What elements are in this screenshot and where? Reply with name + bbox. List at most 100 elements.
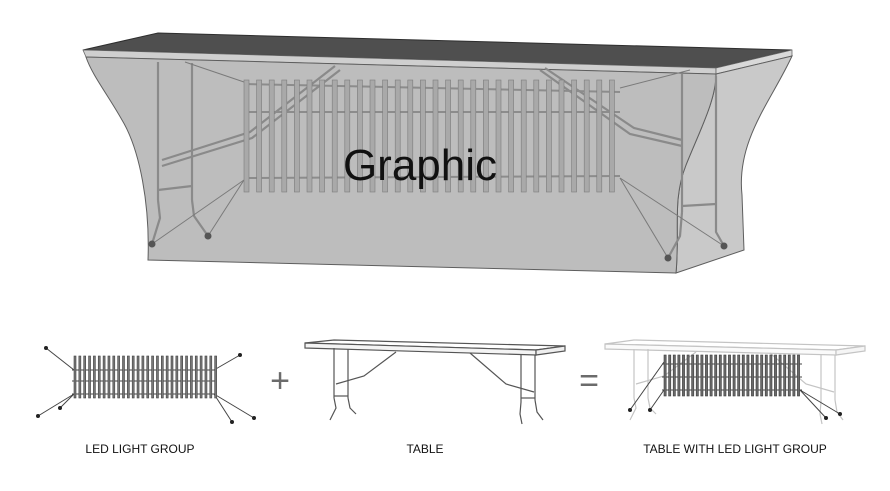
led-bar — [190, 355, 193, 399]
led-bar — [728, 354, 731, 397]
led-bar — [783, 354, 787, 397]
led-bar — [596, 79, 603, 193]
folding-table-icon — [304, 339, 566, 425]
led-bar — [508, 79, 514, 193]
led-bar — [146, 355, 150, 399]
led-bar — [583, 79, 590, 193]
led-bar — [151, 355, 154, 399]
caption-led-light-group: LED LIGHT GROUP — [85, 442, 194, 456]
led-bar — [407, 79, 414, 193]
graphic-label: Graphic — [343, 141, 497, 190]
led-bar — [141, 355, 145, 399]
led-bar — [792, 354, 796, 397]
led-bar — [256, 79, 262, 193]
led-bar — [199, 355, 203, 399]
led-bar — [764, 354, 768, 397]
led-bar — [107, 355, 111, 399]
led-bar — [700, 354, 704, 397]
led-bar — [209, 355, 213, 399]
led-bar — [117, 355, 120, 399]
equals-sign: = — [579, 362, 599, 400]
led-bar — [755, 354, 759, 397]
led-bar — [185, 355, 188, 399]
plus-sign: + — [270, 362, 290, 400]
led-rail — [243, 175, 621, 179]
led-bar — [445, 79, 451, 193]
led-bar — [760, 354, 764, 397]
led-bar — [243, 79, 250, 193]
led-bar — [691, 354, 695, 397]
led-bar — [533, 79, 540, 193]
led-bar — [194, 355, 198, 399]
led-bar — [778, 354, 782, 397]
led-bar — [741, 354, 745, 397]
led-bar — [170, 355, 174, 399]
led-bar — [663, 354, 667, 397]
led-bar — [331, 79, 338, 193]
led-bar — [83, 355, 86, 399]
led-bar — [609, 79, 615, 193]
led-bar — [797, 354, 800, 397]
led-bar — [718, 354, 722, 397]
led-bar — [432, 79, 439, 193]
led-bar — [73, 355, 77, 399]
led-bar — [175, 355, 179, 399]
led-bar — [732, 354, 736, 397]
led-bar — [571, 79, 577, 193]
led-bar — [714, 354, 718, 397]
led-bar — [97, 355, 101, 399]
led-bar — [677, 354, 681, 397]
led-bar — [214, 355, 217, 399]
led-bar — [737, 354, 741, 397]
led-light-group-icon — [36, 346, 256, 424]
led-rail — [243, 83, 621, 93]
caption-table-with-led-light-group: TABLE WITH LED LIGHT GROUP — [643, 442, 827, 456]
led-light-group — [243, 79, 621, 193]
led-bar — [723, 354, 727, 397]
led-bar — [93, 355, 96, 399]
led-bar — [695, 354, 699, 397]
led-bar — [127, 355, 130, 399]
led-bar — [705, 354, 708, 397]
table-with-led-light-group-icon — [604, 339, 866, 425]
led-bar — [268, 79, 275, 193]
table-frame — [150, 62, 725, 259]
led-bar — [686, 354, 690, 397]
led-bar — [382, 79, 388, 193]
led-bar — [294, 79, 300, 193]
led-bar — [344, 79, 351, 193]
wire-end-knobs — [148, 232, 728, 262]
led-bar — [709, 354, 713, 397]
led-bar — [394, 79, 401, 193]
led-bar — [457, 79, 464, 193]
led-bar — [751, 354, 754, 397]
led-bar — [122, 355, 125, 399]
led-bar — [131, 355, 135, 399]
led-bar — [161, 355, 164, 399]
led-bar — [746, 354, 750, 397]
led-bar — [470, 79, 477, 193]
led-bar — [357, 79, 363, 193]
led-bar — [102, 355, 106, 399]
led-bar — [88, 355, 91, 399]
caption-table: TABLE — [406, 442, 443, 456]
led-bar — [672, 354, 676, 397]
led-bar — [420, 79, 426, 193]
led-wires — [151, 61, 725, 259]
led-bar — [546, 79, 552, 193]
led-bar — [520, 79, 527, 193]
led-bar — [774, 354, 777, 397]
led-bar — [558, 79, 565, 193]
led-bar — [165, 355, 169, 399]
led-bar — [483, 79, 489, 193]
led-bar — [281, 79, 288, 193]
led-bar — [495, 79, 502, 193]
led-bar — [369, 79, 376, 193]
led-bar — [204, 355, 208, 399]
led-bar — [682, 354, 685, 397]
led-bar — [787, 354, 791, 397]
led-bar — [180, 355, 183, 399]
led-bar — [769, 354, 773, 397]
covered-table-illustration: Graphic — [82, 32, 793, 274]
